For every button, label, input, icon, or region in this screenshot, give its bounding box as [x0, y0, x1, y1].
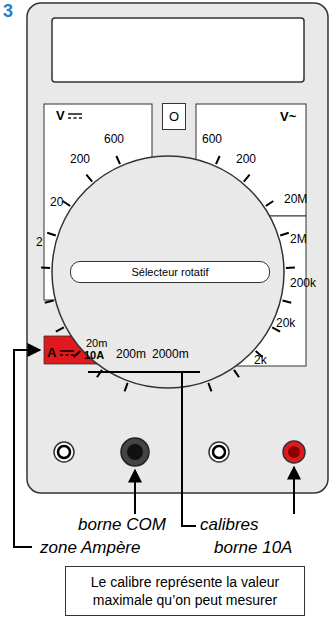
selector-pill: Sélecteur rotatif [70, 261, 270, 283]
range-value: 200m [116, 348, 146, 360]
dial-tick [244, 175, 250, 182]
caption-label: borne 10A [214, 539, 292, 556]
dial-tick [74, 351, 81, 357]
range-value: 200 [236, 153, 256, 165]
range-value: 200k [290, 277, 316, 289]
dial-tick [266, 201, 273, 206]
caption-label: calibres [200, 516, 259, 533]
range-heading: V~ [280, 110, 296, 123]
range-value: 600 [202, 133, 222, 145]
dial-tick [216, 156, 220, 164]
terminal [209, 442, 229, 462]
node-text: Sélecteur rotatif [85, 266, 255, 278]
note-box: Le calibre représente la valeur maximale… [65, 566, 305, 616]
range-value: 10A [84, 350, 104, 361]
10a-terminal [283, 441, 305, 463]
dial-tick [208, 383, 211, 391]
dial-tick [86, 175, 92, 182]
off-position-box: O [162, 103, 186, 130]
range-value: 20k [276, 317, 295, 329]
range-heading: A [47, 346, 56, 359]
dial-tick [282, 301, 291, 303]
dial-tick [47, 233, 56, 236]
figure-number: 3 [3, 2, 13, 20]
dc-symbol [68, 114, 82, 118]
dial-tick [41, 267, 50, 269]
com-terminal [121, 438, 149, 466]
leader-line [134, 470, 136, 514]
terminal [54, 442, 74, 462]
dc-symbol [60, 351, 74, 355]
range-value: 20m [86, 338, 107, 349]
display [52, 18, 304, 82]
meter-body [27, 3, 328, 493]
range-value: 2M [290, 233, 307, 245]
dial-tick [234, 370, 239, 377]
leader-line [293, 467, 295, 514]
dial-tick [125, 383, 128, 391]
range-value: 600 [104, 133, 124, 145]
range-value: 20 [50, 196, 63, 208]
dial-tick [97, 370, 102, 377]
leader-line [88, 371, 200, 373]
node-text: Le calibre représente la valeur maximale… [74, 573, 296, 609]
leader-line [182, 372, 196, 526]
range-value: 200 [70, 153, 90, 165]
node-text: O [169, 109, 179, 124]
leader-line [14, 350, 40, 547]
dial-tick [280, 233, 289, 236]
dial-tick [63, 201, 70, 206]
range-value: 20M [284, 193, 307, 205]
dial-tick [116, 156, 120, 164]
dial-tick [286, 267, 295, 269]
range-heading: V [56, 109, 65, 122]
dial-tick [45, 301, 54, 303]
range-value: 2 [36, 236, 43, 248]
caption-label: borne COM [78, 516, 166, 533]
range-value: 2000m [152, 348, 189, 360]
caption-label: zone Ampère [40, 539, 140, 556]
dial-tick [56, 327, 64, 331]
rotary-dial [52, 156, 284, 388]
dial-ticks [41, 156, 295, 391]
range-value: 2k [254, 354, 267, 366]
